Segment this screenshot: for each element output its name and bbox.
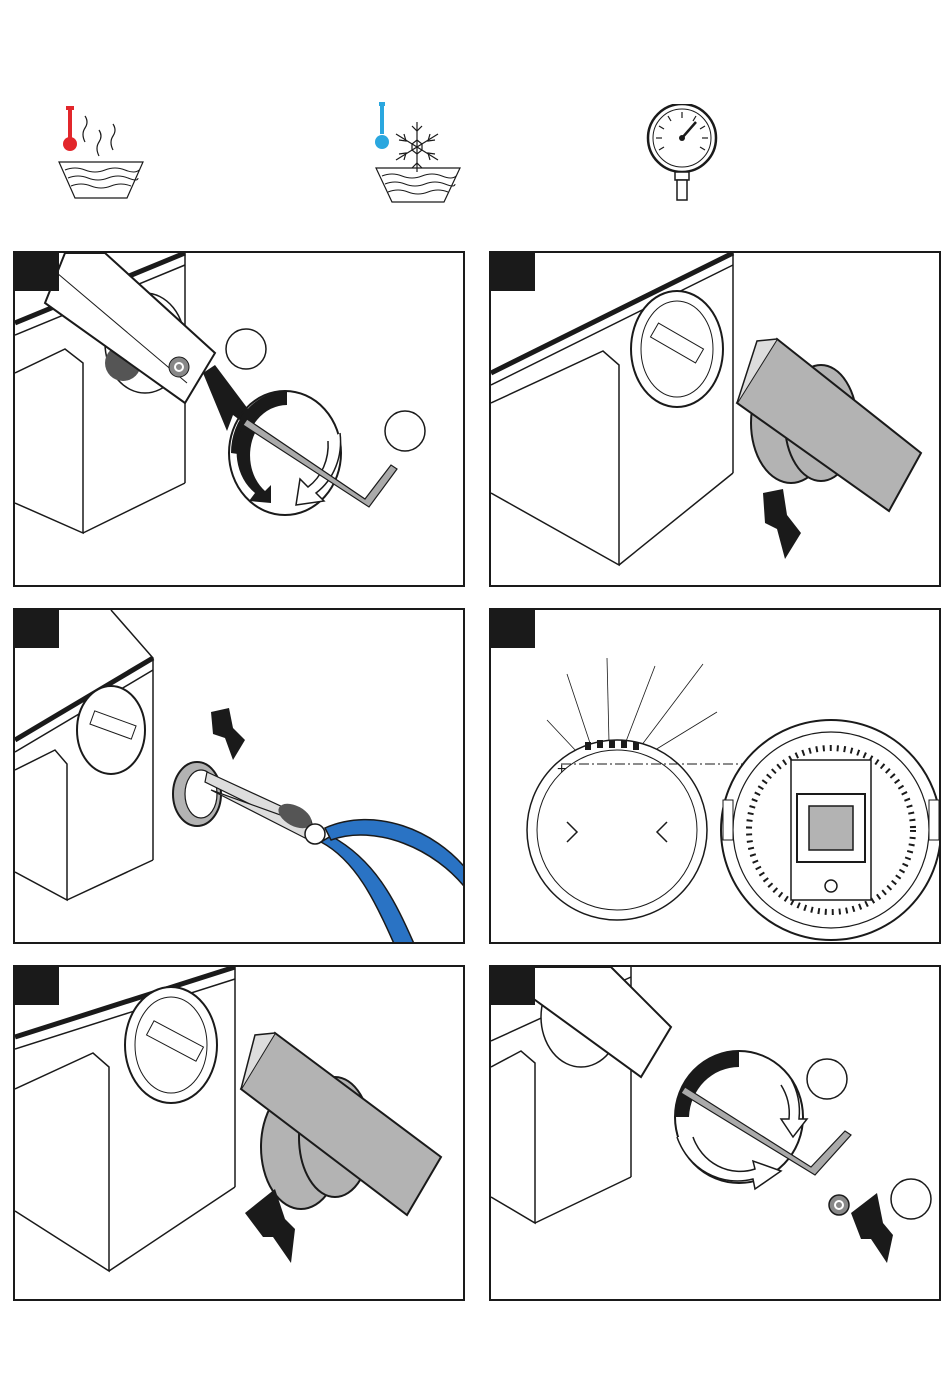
step-2-illustration: [491, 253, 941, 587]
step-number-badge: [491, 967, 535, 1005]
step-number-badge: [15, 610, 59, 648]
step-panel-2: [489, 251, 941, 587]
pressure-gauge-icon: [642, 104, 722, 204]
step-number-badge: [15, 253, 59, 291]
step-panel-6: [489, 965, 941, 1301]
step-panel-3: [13, 608, 465, 944]
step-3-illustration: [15, 610, 465, 944]
step-panel-1: [13, 251, 465, 587]
cold-water-icon: [372, 98, 467, 208]
step-panel-5: [13, 965, 465, 1301]
step-number-badge: [491, 610, 535, 648]
step-6-illustration: [491, 967, 941, 1301]
step-5-illustration: [15, 967, 465, 1301]
step-4-illustration: +: [491, 610, 941, 944]
step-panel-4: +: [489, 608, 941, 944]
step-1-illustration: [15, 253, 465, 587]
step-number-badge: [491, 253, 535, 291]
hot-water-icon: [55, 98, 150, 208]
step-number-badge: [15, 967, 59, 1005]
